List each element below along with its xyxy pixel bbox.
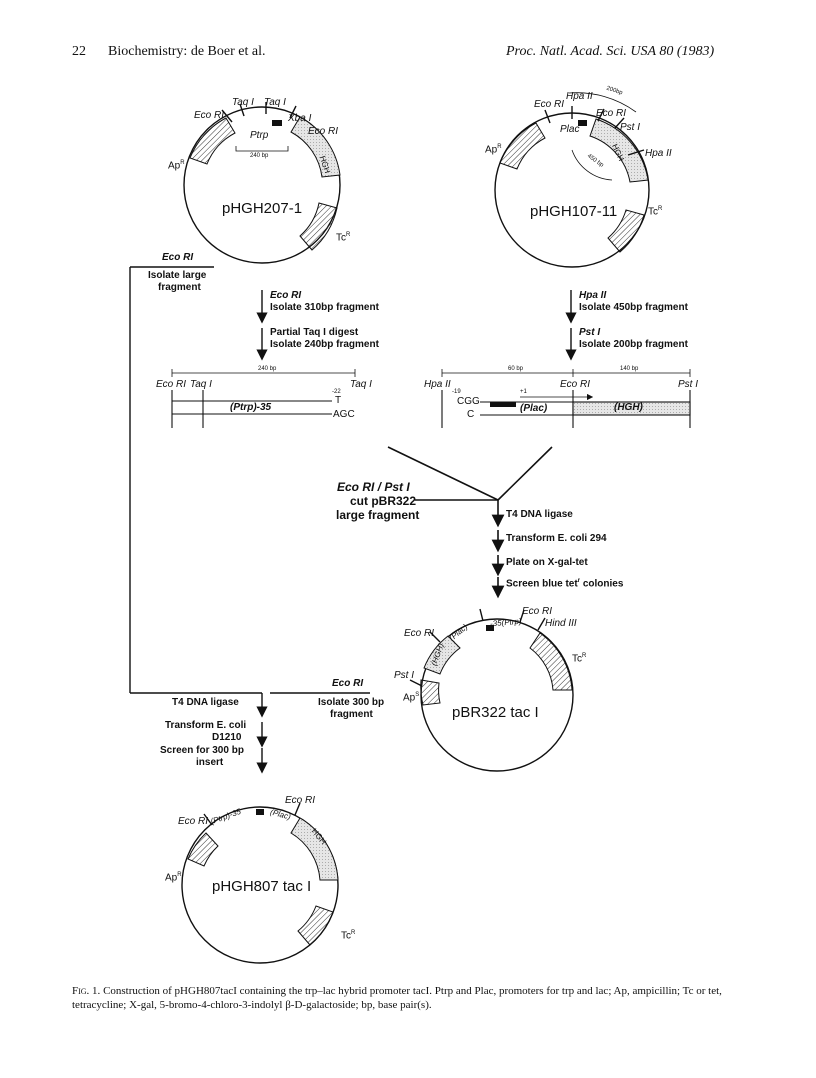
frag1-agc: AGC [333,409,355,420]
frag1-size: 240 bp [258,366,277,372]
left-step2-text2: Isolate 240bp fragment [270,339,379,350]
p1-xbai: Xba I [288,113,312,124]
left-step1-text: Isolate 310bp fragment [270,302,379,313]
p1-ecori-right: Eco RI [308,126,339,137]
final-screen-2: insert [196,757,224,768]
frag1-minus22: -22 [332,389,341,395]
frag2-ecori: Eco RI [560,379,591,390]
p1-tcr: TcR [336,232,351,244]
final-isolate-1: Isolate 300 bp [318,697,385,708]
p1-taqi-1: Taq I [232,97,254,108]
right-step2-enzyme: Pst I [579,327,601,338]
p1-taqi-2: Taq I [264,97,286,108]
ligation-step-4: Screen blue tetr colonies [506,578,624,590]
final-d1210: D1210 [212,732,242,743]
p2-psti: Pst I [620,122,641,133]
right-step1-enzyme: Hpa II [579,290,607,301]
p4-ecori-left: Eco RI [178,816,209,827]
final-screen-1: Screen for 300 bp [160,745,244,756]
cut-pbr322-2: cut pBR322 [350,494,417,508]
frag2-c: C [467,409,475,420]
plasmid-3-map [409,608,574,772]
figure-caption: Fig. 1. Construction of pHGH807tacI cont… [72,984,752,1012]
final-ecori: Eco RI [332,678,364,689]
p4-name: pHGH807 tac I [212,878,312,895]
p2-plac: Plac [560,124,580,135]
frag2-plus1: +1 [520,389,527,395]
ligation-step-1: T4 DNA ligase [506,509,573,520]
left-ecori: Eco RI [162,252,194,263]
left-isolate-large-2: fragment [158,282,201,293]
frag2-size-140: 140 bp [620,366,639,372]
cut-pbr322-1: Eco RI / Pst I [337,480,410,494]
frag2-psti: Pst I [678,379,699,390]
left-step1-enzyme: Eco RI [270,290,302,301]
frag1-ecori: Eco RI [156,379,187,390]
frag2-cgg: CGG [457,396,480,407]
frag2-hpaii: Hpa II [424,379,451,390]
p2-ecori-left: Eco RI [534,99,565,110]
frag1-t: T [335,395,342,406]
frag2-size-60: 60 bp [508,366,524,372]
p2-ecori-right: Eco RI [596,108,627,119]
ligation-step-2: Transform E. coli 294 [506,533,607,544]
ligation-step-3: Plate on X-gal-tet [506,557,588,568]
frag2-hgh: (HGH) [614,402,643,413]
p3-ecori-top: Eco RI [522,606,553,617]
p4-ecori-right: Eco RI [285,795,316,806]
final-t4: T4 DNA ligase [172,697,239,708]
caption-label: Fig. 1. [72,985,101,997]
frag2-minus19: -19 [452,389,461,395]
p3-ecori-left: Eco RI [404,628,435,639]
plasmid-1-map [183,102,341,264]
plasmid-2-map [494,92,650,268]
page-number: 22 [72,44,86,59]
p3-aps: ApS [403,692,420,704]
left-step2-text: Partial Taq I digest [270,327,359,338]
p2-hpaii-top: Hpa II [566,91,593,102]
p3-tcr: TcR [572,653,587,665]
p4-tcr: TcR [341,930,356,942]
frag1-taqi: Taq I [190,379,212,390]
p1-apr: ApR [168,160,185,172]
ligation-junction [387,446,553,599]
p2-tcr: TcR [648,206,663,218]
right-step1-text: Isolate 450bp fragment [579,302,688,313]
p3-hindiii: Hind III [545,618,577,629]
p2-apr: ApR [485,144,502,156]
caption-text: Construction of pHGH807tacI containing t… [72,985,722,1011]
cut-pbr322-3: large fragment [336,508,420,522]
p1-ecori-left: Eco RI [194,110,225,121]
p1-size: 240 bp [250,153,269,159]
frag1-taqi-right: Taq I [350,379,372,390]
journal-citation: Proc. Natl. Acad. Sci. USA 80 (1983) [506,44,715,59]
plasmid-4-map [181,802,339,964]
p2-name: pHGH107-11 [530,203,618,220]
p2-hpaii-right: Hpa II [645,148,672,159]
left-isolate-large-1: Isolate large [148,270,207,281]
p3-name: pBR322 tac I [452,704,539,721]
section-title: Biochemistry: de Boer et al. [108,44,266,59]
final-transform: Transform E. coli [165,720,247,731]
left-branch-arrows [129,266,370,774]
final-isolate-2: fragment [330,709,373,720]
p1-ptrp: Ptrp [250,130,269,141]
p1-name: pHGH207-1 [222,200,303,217]
fragment-1-map [171,369,356,428]
right-step2-text: Isolate 200bp fragment [579,339,688,350]
fragment-2-map [441,369,691,428]
frag1-ptrp: (Ptrp)-35 [230,402,272,413]
p3-psti: Pst I [394,670,415,681]
p4-apr: ApR [165,872,182,884]
frag2-plac: (Plac) [520,403,548,414]
